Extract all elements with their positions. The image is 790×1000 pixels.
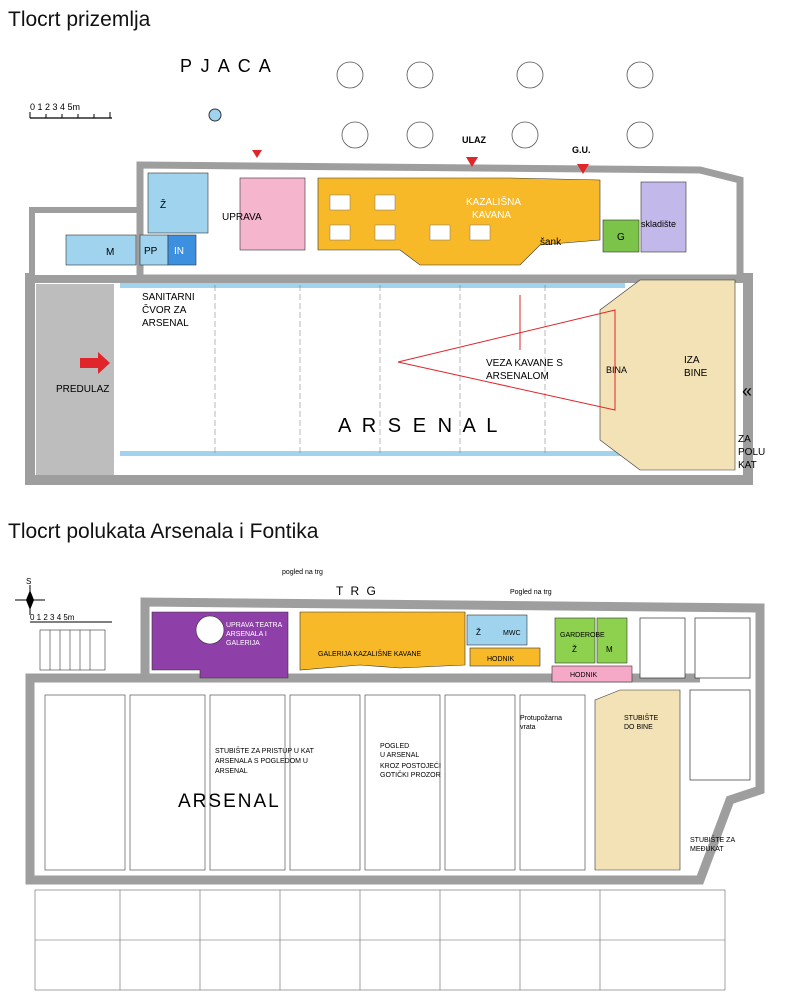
veza-label-1: VEZA KAVANE S <box>486 358 563 369</box>
pp-label: PP <box>144 246 158 257</box>
uprava-teatra-label-2: ARSENALA I <box>226 631 267 638</box>
in-label: IN <box>174 246 184 257</box>
predulaz-label: PREDULAZ <box>56 384 109 395</box>
pogled-arsenal-3: KROZ POSTOJEĆI <box>380 761 441 770</box>
protu-label-2: vrata <box>520 724 536 731</box>
sanitarni-label-3: ARSENAL <box>142 318 189 329</box>
hodnik-label-2: HODNIK <box>570 672 598 679</box>
hodnik-2 <box>551 665 633 683</box>
arsenal-windows <box>120 283 630 456</box>
arsenal-bays-2 <box>44 694 586 871</box>
view-cone <box>397 309 616 411</box>
stub-kat-label-3: ARSENAL <box>215 768 248 775</box>
gu-marker <box>577 164 589 174</box>
pogled-trg-2: Pogled na trg <box>510 589 552 596</box>
stub-kat-label-1: STUBIŠTE ZA PRISTUP U KAT <box>215 746 315 755</box>
veza-label-2: ARSENALOM <box>486 371 549 382</box>
stub-med-label-2: MEĐUKAT <box>690 846 724 853</box>
plan2-heading: Tlocrt polukata Arsenala i Fontika <box>8 520 319 543</box>
ulaz-marker-2 <box>466 157 478 167</box>
sanitarni-label-1: SANITARNI <box>142 292 195 303</box>
plan1-heading: Tlocrt prizemlja <box>8 8 151 31</box>
toilet-z-2: Ž <box>476 628 481 637</box>
entry-arrow-icon <box>80 352 110 374</box>
garderobe-z <box>554 617 596 664</box>
protu-label-1: Protupožarna <box>520 715 562 722</box>
skladiste-room <box>640 181 687 253</box>
mwc-label: MWC <box>503 630 521 637</box>
pogled-arsenal-4: GOTIČKI PROZOR <box>380 770 441 779</box>
garderobe-m-label: M <box>606 645 613 654</box>
stub-bine-label-1: STUBIŠTE <box>624 713 659 722</box>
pjaca-label: P J A C A <box>180 56 273 76</box>
za-label-2: POLU <box>738 447 765 458</box>
hodnik-label-1: HODNIK <box>487 656 515 663</box>
toilet-m <box>65 234 137 266</box>
uprava-label: UPRAVA <box>222 212 262 223</box>
in-room <box>167 234 197 266</box>
toilet-z-label: Ž <box>160 198 166 211</box>
uprava-room <box>239 177 306 251</box>
stub-bine-label-2: DO BINE <box>624 724 653 731</box>
garderobe-z-label: Ž <box>572 645 577 654</box>
toilet-m-label: M <box>106 247 114 258</box>
za-label-1: ZA <box>738 434 751 445</box>
stub-med-label-1: STUBIŠTE ZA <box>690 835 735 844</box>
kavana-label: KAVANA <box>472 210 511 221</box>
pogled-trg-1: pogled na trg <box>282 569 323 576</box>
bina-area <box>599 279 736 471</box>
trg-label: T R G <box>336 584 378 598</box>
kazalisna-label: KAZALIŠNA <box>466 195 521 208</box>
bina-label: BINA <box>606 365 627 375</box>
uprava-teatra-room <box>151 611 289 679</box>
column-marker <box>208 108 222 122</box>
back-entry-icon: « <box>742 381 752 401</box>
toilet-block <box>147 172 209 234</box>
arsenal-label: A R S E N A L <box>338 415 500 437</box>
predulaz-room <box>36 284 114 475</box>
skladiste-label: skladište <box>641 219 676 229</box>
hodnik-1 <box>469 647 541 667</box>
ground-floor-plan: 0 1 2 3 4 5m P J A C A PREDULAZ M Ž PP I… <box>25 56 765 485</box>
toilets-2 <box>466 614 528 646</box>
uprava-teatra-label-3: GALERIJA <box>226 640 260 647</box>
north-label: S <box>26 577 31 586</box>
north-arrow-icon: S <box>15 577 45 615</box>
iza-label-2: BINE <box>684 368 708 379</box>
scale-label: 0 1 2 3 4 5m <box>30 102 80 112</box>
za-label-3: KAT <box>738 460 757 471</box>
pogled-arsenal-2: U ARSENAL <box>380 752 419 759</box>
bina-area-2 <box>594 689 681 871</box>
uprava-teatra-label-1: UPRAVA TEATRA <box>226 622 283 629</box>
lower-structures <box>34 889 726 991</box>
ulaz-label: ULAZ <box>462 135 486 145</box>
g-label: G <box>617 232 625 243</box>
fontik-rooms <box>639 617 751 781</box>
mezzanine-plan: S 0 1 2 3 4 5m T R G pogled na trg Pogle… <box>15 569 765 991</box>
iza-label-1: IZA <box>684 355 700 366</box>
galerija-room <box>299 611 466 671</box>
g-room <box>602 219 640 253</box>
galerija-label: GALERIJA KAZALIŠNE KAVANE <box>318 649 422 658</box>
ulaz-marker-1 <box>252 150 262 158</box>
spiral-stair <box>195 615 225 645</box>
pogled-arsenal-1: POGLED <box>380 743 409 750</box>
arsenal-bays <box>214 285 546 455</box>
sanitarni-label-2: ČVOR ZA <box>142 303 187 316</box>
garderobe-label: GARDEROBE <box>560 632 605 639</box>
scale-label-2: 0 1 2 3 4 5m <box>30 613 75 622</box>
stub-kat-label-2: ARSENALA S POGLEDOM U <box>215 758 308 765</box>
gu-label: G.U. <box>572 145 591 155</box>
scale-bar-2: 0 1 2 3 4 5m <box>30 613 112 623</box>
scale-bar: 0 1 2 3 4 5m <box>29 102 112 119</box>
sank-label: šank <box>540 237 562 248</box>
pp-room <box>139 234 169 266</box>
garderobe-m <box>596 617 628 664</box>
staircase <box>39 629 106 671</box>
arsenal-label-2: ARSENAL <box>178 791 281 812</box>
